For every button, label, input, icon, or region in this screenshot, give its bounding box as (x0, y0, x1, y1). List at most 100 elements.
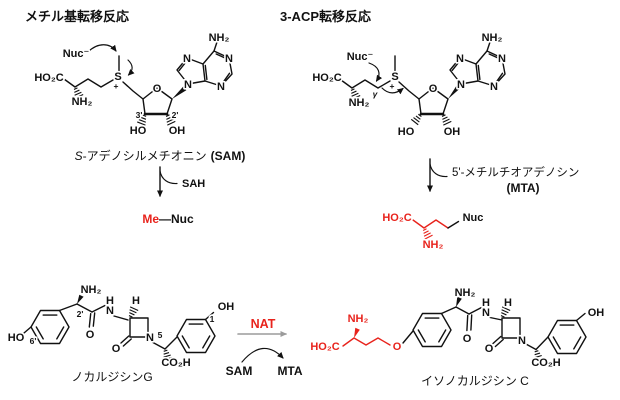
adenine-n1-label: N (498, 53, 506, 65)
pos-1-label: 1 (210, 314, 215, 324)
lactam-h-label: H (504, 297, 512, 309)
ribose-3p-oh-label: HO (398, 126, 415, 138)
nucleophile-label: Nuc⁻ (347, 51, 374, 63)
sah-byproduct-label: SAH (182, 178, 205, 190)
amide-h-label: H (482, 297, 490, 309)
methyl-part-label: Me (142, 212, 159, 226)
beta-lactam-ring (501, 317, 521, 339)
nocardicin-g-structure: HO 6' NH₂ 2' O H N H O N 5 CO₂H OH 1 ノカル… (6, 282, 236, 384)
gamma-position-label: γ (373, 89, 379, 99)
enzyme-label: NAT (251, 317, 276, 331)
mta-byproduct-abbr: (MTA) (506, 181, 539, 195)
curved-arrow-cs-bond (381, 87, 404, 95)
amide-o-label: O (463, 333, 472, 345)
sulfonium-s-label: S (114, 71, 121, 83)
adenine-n3-label: N (490, 81, 498, 93)
amide-n-label: N (482, 307, 490, 319)
lactam-n-label: N (146, 332, 154, 344)
lactam-h-label: H (132, 295, 140, 307)
ribose-3p-oh-label: HO (130, 125, 147, 137)
cofactor-sam-label: SAM (226, 364, 253, 378)
wedge-bond (354, 327, 360, 338)
sulfonium-s-label: S (391, 71, 398, 83)
adenine-n9-label: N (184, 79, 192, 91)
phenol-oh-label: OH (218, 301, 235, 313)
carboxyl-label: HO₂C (382, 212, 411, 224)
me-nuc-product-label: Me—Nuc (142, 212, 194, 226)
carboxyl-label: HO₂C (34, 72, 63, 84)
nuc-part-label: —Nuc (159, 212, 194, 226)
cofactor-arc-arrow (241, 347, 284, 363)
lactam-o-label: O (112, 343, 121, 355)
isonocardicin-c-name: イソノカルジシン C (421, 374, 529, 388)
header-row: メチル基転移反応 3-ACP転移反応 (25, 9, 371, 24)
ribose-2p-oh-label: OH (444, 126, 461, 138)
wedge-bond (77, 294, 84, 304)
adenine-amine-label: NH₂ (482, 32, 503, 44)
lactam-n-label: N (518, 335, 526, 347)
curved-arrow-s-bond (127, 59, 135, 76)
sam-name-main: -アデノシルメチオニン (83, 148, 207, 163)
adenine-n1-label: N (225, 53, 233, 65)
nat-reaction: NAT SAM MTA (226, 317, 303, 378)
methyl-section-title: メチル基転移反応 (25, 9, 129, 24)
adenine-n7-label: N (183, 53, 191, 65)
amine-label: NH₂ (72, 96, 93, 108)
amide-n-label: N (106, 305, 114, 317)
adenine-n7-label: N (456, 53, 464, 65)
sam-compound-name: S-アデノシルメチオニン (SAM) (75, 148, 246, 163)
adenine-amine-label: NH₂ (209, 32, 230, 44)
mta-byproduct-name: 5'-メチルチオアデノシン (452, 165, 579, 179)
amine-label: NH₂ (348, 313, 369, 325)
ribose-2p-label: 2' (172, 110, 179, 120)
lactam-o-label: O (485, 343, 494, 355)
amine-label: NH₂ (423, 239, 444, 251)
byproduct-branch-curve (429, 163, 448, 178)
carboxyl-label: CO₂H (531, 357, 560, 369)
sulfonium-plus-label: + (390, 81, 395, 91)
sam-name-abbr: (SAM) (211, 149, 246, 163)
amine-label: NH₂ (455, 287, 476, 299)
nocardicin-g-name: ノカルジシンG (71, 370, 152, 384)
amide-o-label: O (86, 329, 95, 341)
byproduct-mta-label: MTA (277, 364, 302, 378)
adenine-n9-label: N (457, 79, 465, 91)
phenol-oh-label: OH (588, 307, 605, 319)
ribose-o-label: O (153, 83, 162, 95)
acp-product: HO₂C NH₂ Nuc (381, 210, 485, 252)
nucleophile-label: Nuc⁻ (63, 48, 90, 60)
sulfonium-plus-label: + (114, 81, 119, 91)
carboxyl-label: CO₂H (161, 357, 190, 369)
curved-arrow-nuc-to-methyl (87, 44, 117, 53)
wedge-bond (456, 296, 462, 307)
curved-arrow-nuc-to-gamma (368, 62, 383, 82)
sam-name-prefix: S (75, 149, 83, 163)
phenol-oh-label: HO (8, 332, 25, 344)
nuc-label: Nuc (463, 212, 484, 224)
acp-reaction-arrow: 5'-メチルチオアデノシン (MTA) (427, 158, 579, 195)
amine-label: NH₂ (81, 284, 102, 296)
wedge-bond (172, 86, 187, 99)
byproduct-branch-curve (159, 170, 178, 185)
ribose-3p-label: 3' (136, 110, 143, 120)
methyl-reaction-arrow: SAH (157, 166, 207, 197)
isonocardicin-c-structure: NH₂ HO₂C O NH₂ O H N H O N CO₂H OH イソノカル… (309, 285, 606, 388)
pos-5-label: 5 (158, 330, 163, 340)
adenine-n3-label: N (217, 81, 225, 93)
carboxyl-label: HO₂C (312, 72, 341, 84)
ether-o-label: O (393, 341, 402, 353)
amine-label: NH₂ (349, 97, 370, 109)
pos-2p-label: 2' (77, 309, 84, 319)
methyl-product: Me—Nuc (142, 212, 194, 226)
sam-methyl-structure: Nuc⁻ HO₂C NH₂ S + NH₂ N N N N O 3' 2' HO… (33, 30, 246, 163)
acp-section-title: 3-ACP転移反応 (280, 9, 371, 24)
amide-h-label: H (106, 295, 114, 307)
pos-6p-label: 6' (30, 336, 37, 346)
ribose-2p-oh-label: OH (169, 125, 186, 137)
carboxyl-label: HO₂C (310, 341, 339, 353)
ribose-o-label: O (429, 83, 438, 95)
wedge-bond (448, 85, 460, 99)
